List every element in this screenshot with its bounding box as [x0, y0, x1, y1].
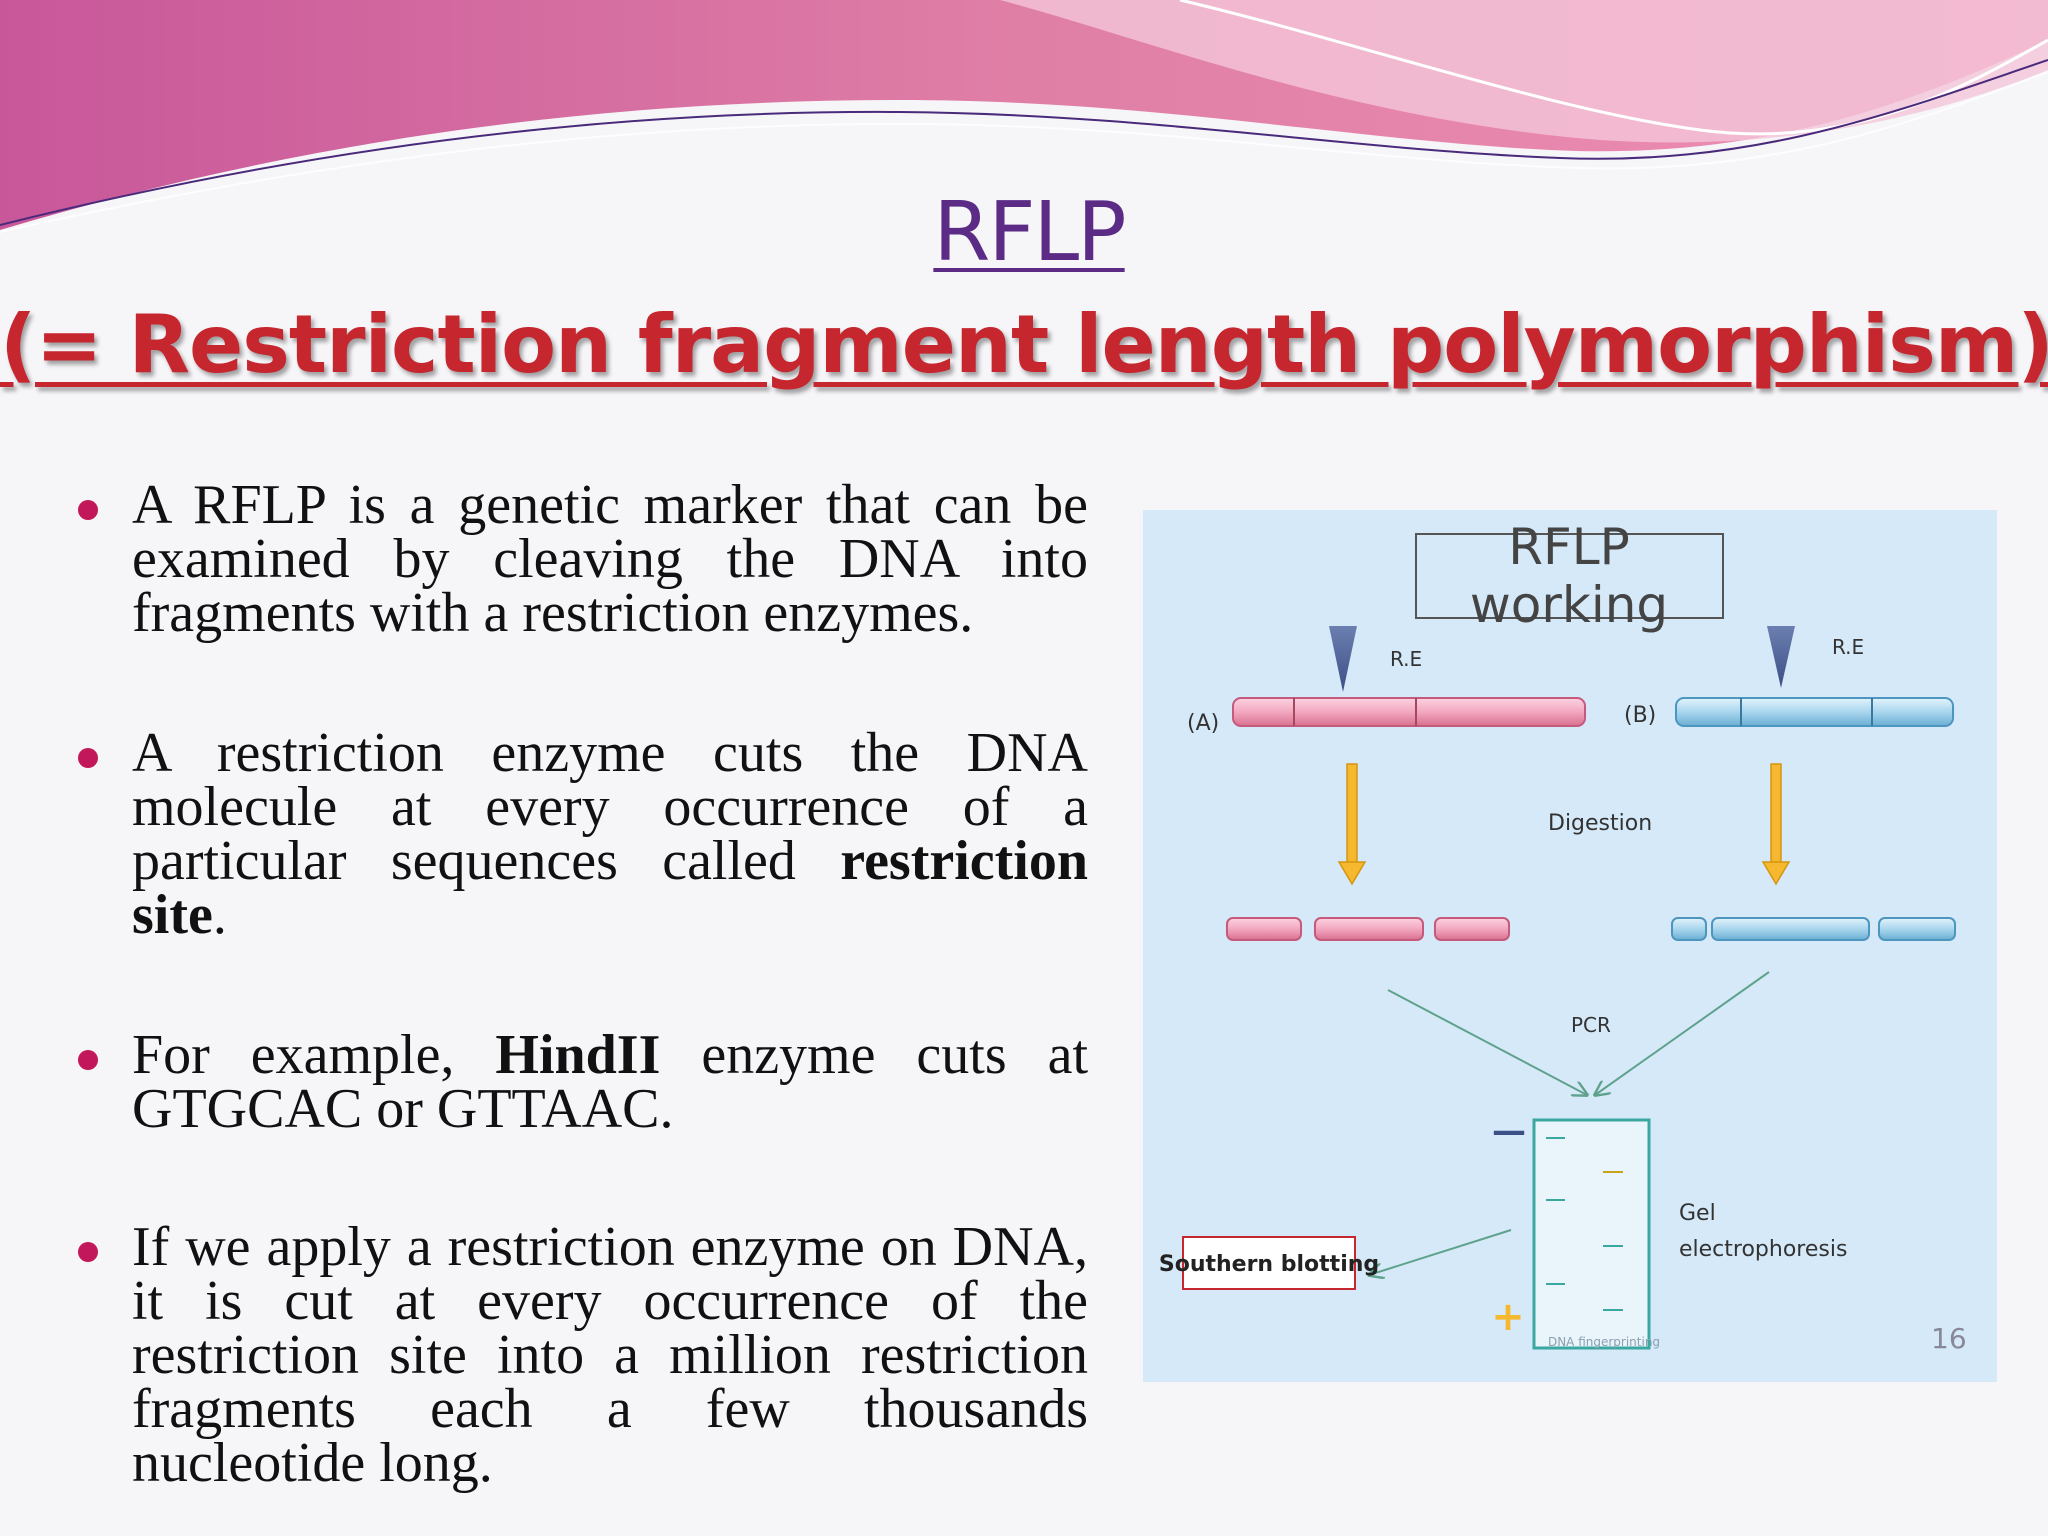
rflp-working-diagram: RFLP working R.E R.E (A) (B) Dig	[1143, 510, 1997, 1382]
bullet-dot-icon	[78, 500, 98, 520]
bullet-bold-term: restriction site	[132, 830, 1088, 946]
bullet-bold-term: HindII	[495, 1024, 661, 1086]
pcr-label: PCR	[1571, 1013, 1611, 1037]
southern-blotting-label: Southern blotting	[1159, 1252, 1379, 1277]
enzyme-label-b: R.E	[1832, 635, 1864, 659]
diagram-title-box	[1415, 533, 1724, 619]
enzyme-label-a: R.E	[1390, 647, 1422, 671]
pcr-arrow-a	[1387, 989, 1587, 1095]
bullet-text-content: A restriction enzyme cuts the DNA molecu…	[132, 722, 1088, 892]
gel-label-line2: electrophoresis	[1679, 1237, 1847, 1262]
bullet-text: A restriction enzyme cuts the DNA molecu…	[132, 725, 1088, 943]
slide-subtitle-text: (= Restriction fragment length polymorph…	[0, 298, 2048, 391]
bullet-item: For example, HindII enzyme cuts at GTGCA…	[72, 1027, 1088, 1220]
digestion-arrow-b	[1761, 763, 1791, 886]
southern-blotting-box	[1182, 1236, 1356, 1290]
slide-title-text: RFLP	[933, 185, 1126, 280]
bullet-text-content: .	[212, 884, 227, 946]
bullet-dot-icon	[78, 748, 98, 768]
restriction-enzyme-icon-b	[1767, 626, 1795, 688]
slide-subtitle: (= Restriction fragment length polymorph…	[0, 298, 2048, 391]
diagram-watermark: DNA fingerprinting	[1548, 1335, 1660, 1349]
southern-arrow	[1369, 1229, 1512, 1275]
bullet-text: For example, HindII enzyme cuts at GTGCA…	[132, 1027, 1088, 1137]
bullet-text: A RFLP is a genetic marker that can be e…	[132, 477, 1088, 641]
digestion-arrow-a	[1337, 763, 1367, 886]
dna-fragments-b	[1671, 917, 1956, 941]
sample-b-label: (B)	[1624, 703, 1656, 728]
pcr-arrow-b	[1595, 971, 1770, 1095]
gel-positive-terminal: +	[1491, 1294, 1525, 1340]
dna-strand-b	[1675, 697, 1954, 727]
gel-negative-terminal: —	[1492, 1111, 1526, 1151]
dna-strand-a	[1232, 697, 1586, 727]
bullet-text-content: A RFLP is a genetic marker that can be e…	[132, 474, 1088, 644]
diagram-page-number: 16	[1931, 1322, 1967, 1355]
bullet-dot-icon	[78, 1242, 98, 1262]
slide-title: RFLP	[0, 185, 2048, 280]
bullet-item: If we apply a restriction enzyme on DNA,…	[72, 1219, 1088, 1491]
header-wave-decoration	[0, 0, 2048, 233]
bullet-text: If we apply a restriction enzyme on DNA,…	[132, 1219, 1088, 1491]
bullet-item: A RFLP is a genetic marker that can be e…	[72, 477, 1088, 726]
bullet-text-content: enzyme cuts at GTGCAC or GTTAAC.	[132, 1024, 1088, 1140]
diagram-title-line1: RFLP	[1508, 518, 1630, 576]
bullet-text-content: If we apply a restriction enzyme on DNA,…	[132, 1216, 1088, 1494]
sample-a-label: (A)	[1187, 711, 1219, 736]
dna-fragments-a	[1226, 917, 1510, 941]
digestion-label: Digestion	[1548, 811, 1652, 836]
diagram-title-line2: working	[1470, 576, 1668, 634]
gel-label-line1: Gel	[1679, 1201, 1716, 1226]
bullet-item: A restriction enzyme cuts the DNA molecu…	[72, 725, 1088, 1028]
restriction-enzyme-icon-a	[1329, 626, 1357, 692]
bullet-dot-icon	[78, 1050, 98, 1070]
bullet-list: A RFLP is a genetic marker that can be e…	[72, 477, 1088, 1491]
gel-electrophoresis-plate	[1532, 1118, 1651, 1350]
bullet-text-content: For example,	[132, 1024, 496, 1086]
